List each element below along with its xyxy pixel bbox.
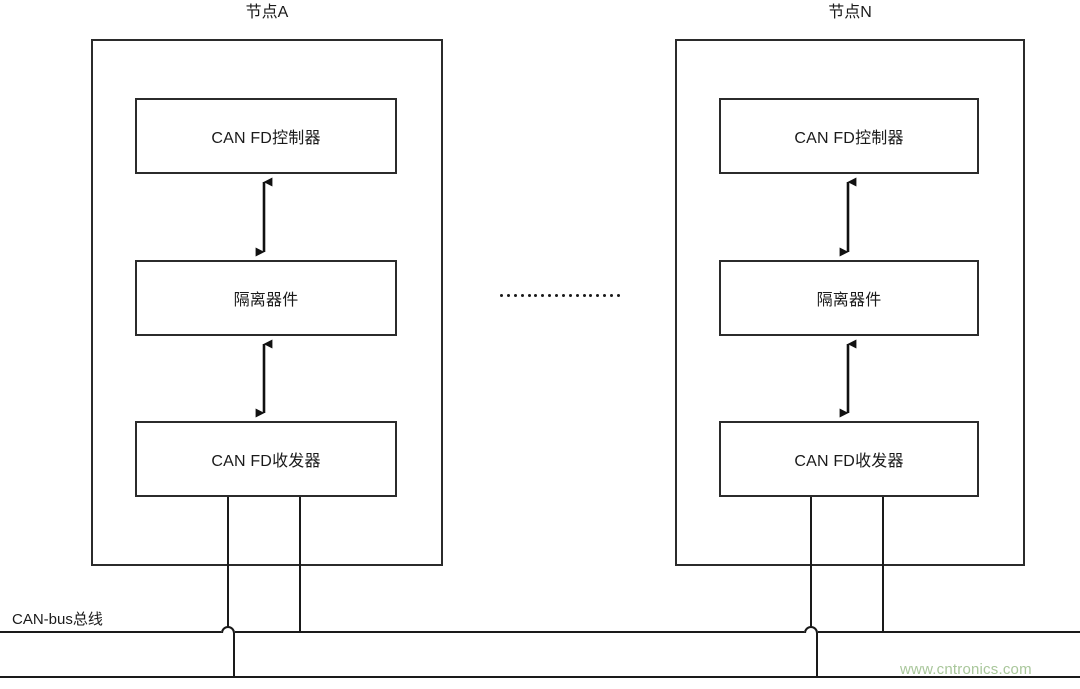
- ellipsis-dot: [513, 293, 517, 297]
- ellipsis-dot: [589, 293, 593, 297]
- node-continuation-ellipsis: [500, 293, 620, 297]
- ellipsis-dot: [616, 293, 620, 297]
- node-a-title: 节点A: [245, 4, 289, 21]
- node-n-block-transceiver[interactable]: CAN FD收发器: [719, 421, 979, 497]
- ellipsis-dot: [555, 293, 558, 297]
- ellipsis-dot: [500, 293, 503, 297]
- ellipsis-dot: [603, 293, 607, 297]
- node-a-block-controller[interactable]: CAN FD控制器: [135, 98, 397, 174]
- ellipsis-dot: [548, 293, 552, 297]
- ellipsis-dot: [582, 293, 586, 297]
- ellipsis-dot: [527, 293, 531, 297]
- node-n-title: 节点N: [828, 4, 872, 21]
- node-a-block-isolator[interactable]: 隔离器件: [135, 260, 397, 336]
- ellipsis-dot: [561, 293, 565, 297]
- ellipsis-dot: [596, 293, 600, 297]
- site-watermark: www.cntronics.com: [900, 661, 1032, 678]
- node-a-boundary: [91, 39, 443, 566]
- node-n-block-isolator[interactable]: 隔离器件: [719, 260, 979, 336]
- ellipsis-dot: [534, 293, 538, 297]
- ellipsis-dot: [575, 293, 579, 297]
- ellipsis-dot: [568, 293, 572, 297]
- node-n-boundary: [675, 39, 1025, 566]
- ellipsis-dot: [506, 293, 510, 297]
- can-bus-label: CAN-bus总线: [12, 611, 103, 628]
- node-a-bus-drop-left-hop: [221, 626, 229, 634]
- ellipsis-dot: [610, 293, 613, 297]
- node-a-block-transceiver[interactable]: CAN FD收发器: [135, 421, 397, 497]
- ellipsis-dot: [520, 293, 524, 297]
- node-n-block-controller[interactable]: CAN FD控制器: [719, 98, 979, 174]
- node-n-bus-drop-left-hop: [804, 626, 812, 634]
- ellipsis-dot: [541, 293, 545, 297]
